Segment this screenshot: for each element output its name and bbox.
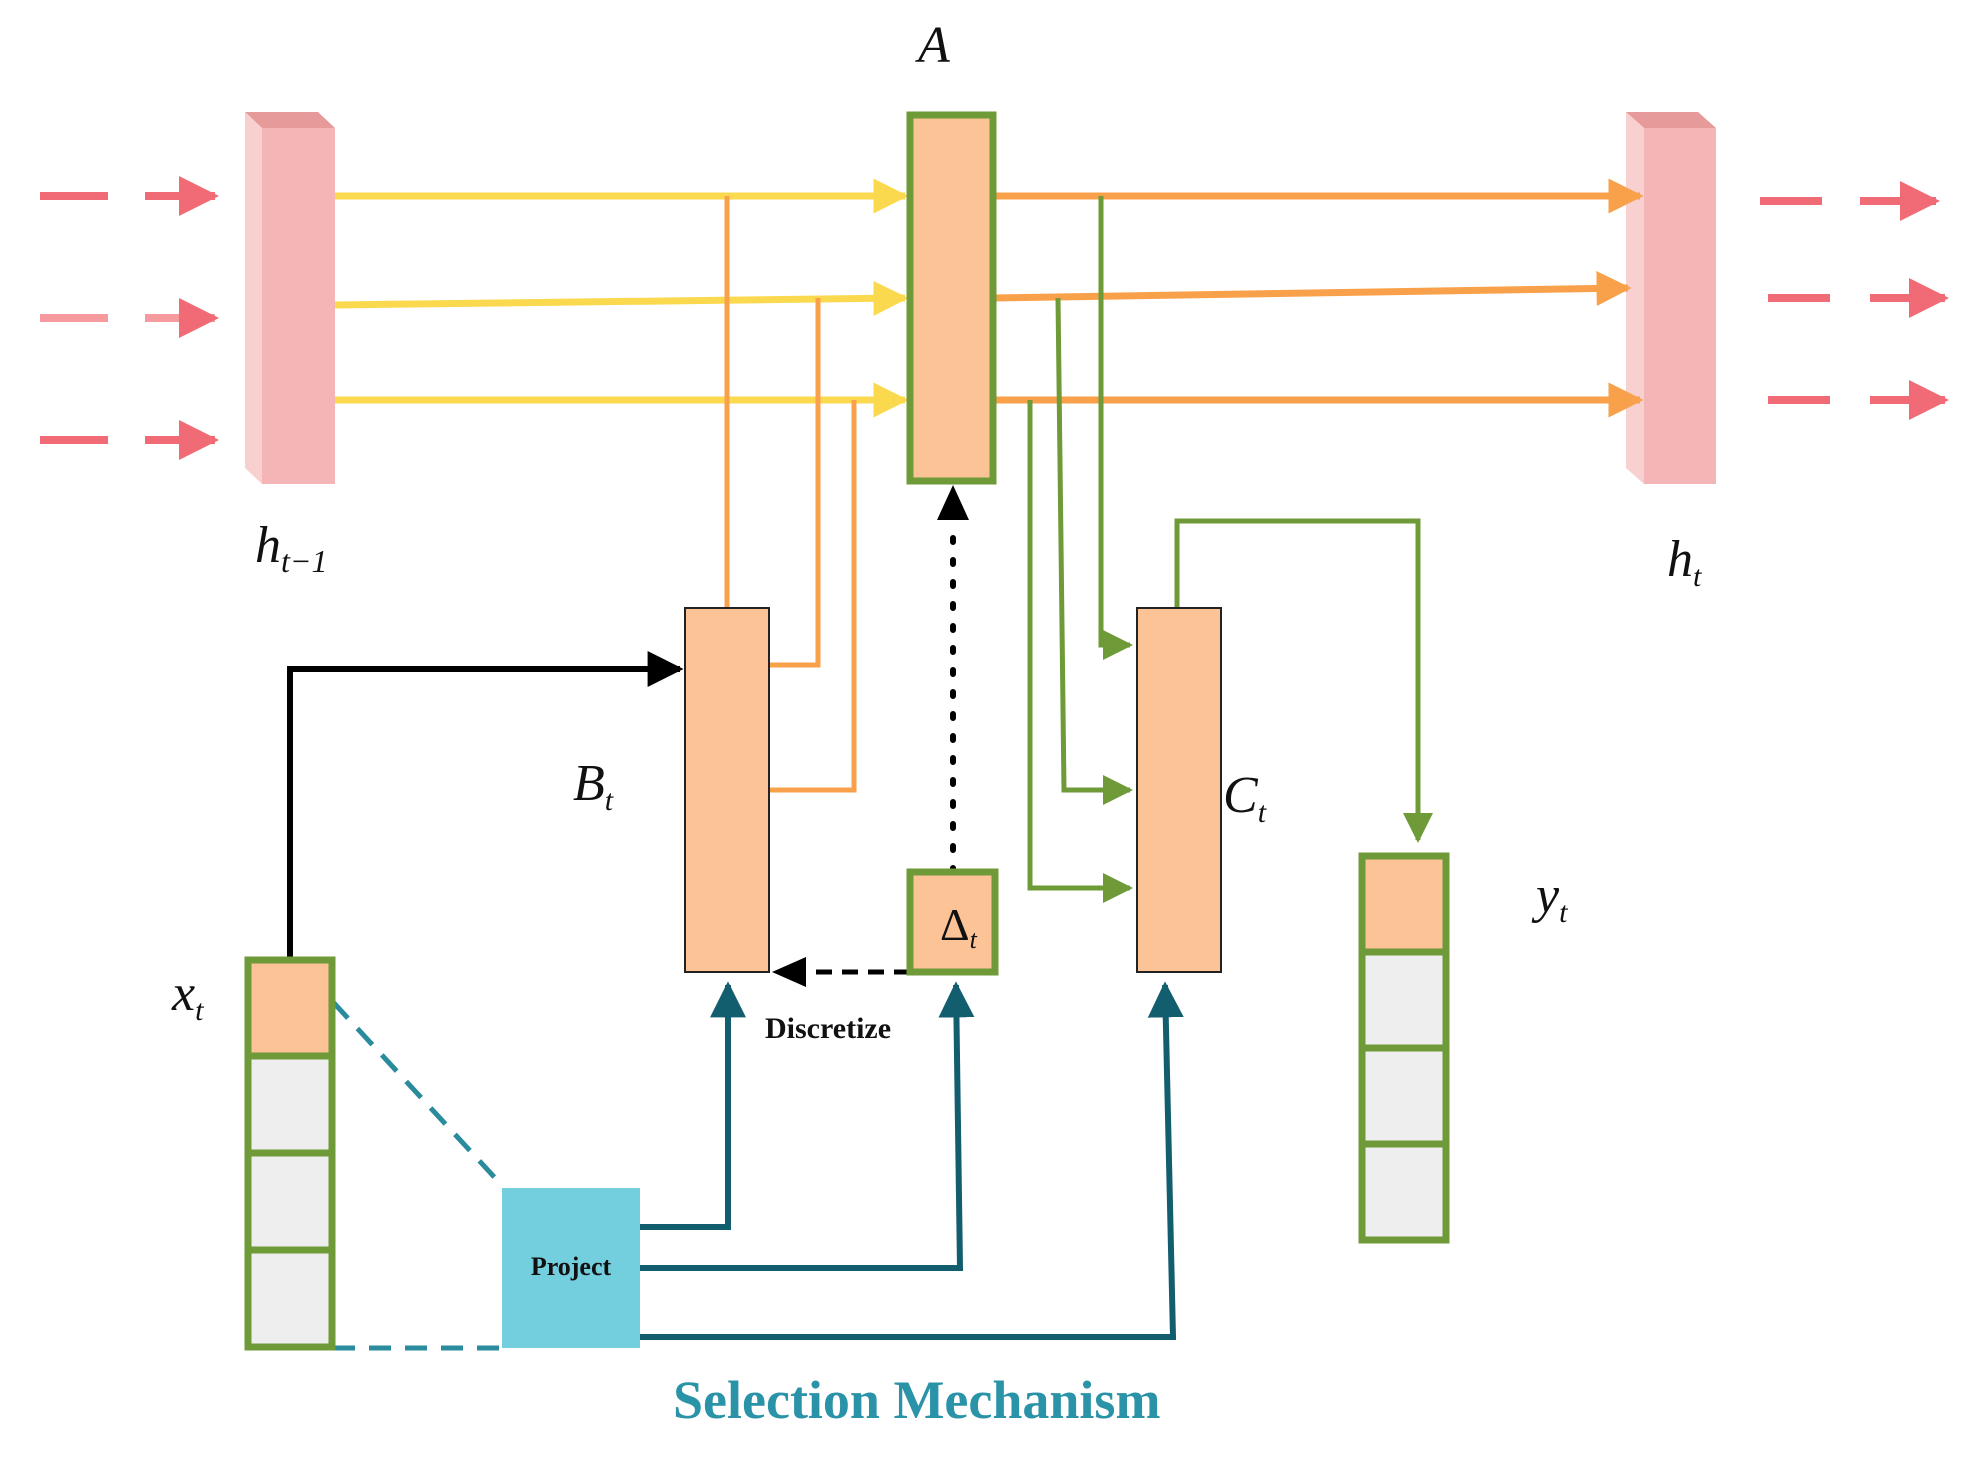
delta-label-sub: t	[970, 925, 978, 954]
x-label-base: x	[171, 965, 195, 1022]
h-t-label-sub: t	[1693, 560, 1702, 593]
a-matrix	[906, 111, 997, 485]
incoming-state-arrows	[40, 176, 219, 460]
x-vector-cell-1	[244, 956, 336, 1060]
x-label-sub: t	[195, 994, 204, 1027]
a-label: A	[915, 17, 950, 74]
h-t-label: ht	[1667, 531, 1702, 593]
h-prev-block	[245, 112, 335, 484]
c-label: Ct	[1223, 767, 1267, 829]
x-vector-cell-4	[244, 1246, 336, 1351]
delta-label: Δt	[940, 899, 978, 954]
b-label-base: B	[573, 755, 605, 812]
c-flow-3	[1027, 400, 1133, 903]
project-flows	[640, 981, 1184, 1340]
projection-dashed-lines	[331, 1000, 505, 1351]
h-t-block	[1626, 112, 1716, 484]
y-vector	[1358, 852, 1450, 1244]
to-c-flows	[1027, 196, 1133, 903]
c-flow-1	[1098, 196, 1133, 660]
project-to-delta-flow	[640, 981, 975, 1271]
yellow-flow-2	[334, 280, 909, 316]
c-label-base: C	[1223, 767, 1259, 824]
h-prev-label-sub: t−1	[281, 543, 327, 579]
selection-mechanism-title: Selection Mechanism	[673, 1370, 1160, 1430]
c-matrix	[1136, 607, 1222, 973]
project-to-b-flow	[640, 981, 746, 1230]
y-vector-cell-1	[1358, 852, 1450, 956]
delta-box	[906, 868, 999, 976]
delta-label-base: Δ	[940, 899, 970, 950]
y-vector-cell-3	[1358, 1044, 1450, 1148]
outgoing-state-arrows	[1760, 181, 1949, 420]
c-label-sub: t	[1258, 796, 1267, 829]
x-label: xt	[171, 965, 204, 1027]
y-label-base: y	[1531, 867, 1560, 924]
h-prev-to-a-flows	[334, 178, 909, 418]
x-vector	[244, 956, 336, 1351]
project-box	[502, 1188, 640, 1348]
y-vector-cell-2	[1358, 948, 1450, 1052]
h-t-label-base: h	[1667, 531, 1693, 588]
y-label: yt	[1531, 867, 1568, 929]
x-vector-cell-2	[244, 1052, 336, 1157]
b-label-sub: t	[605, 784, 614, 817]
b-flow-3	[769, 400, 857, 793]
y-vector-cell-4	[1358, 1140, 1450, 1244]
discretize-label: Discretize	[765, 1012, 891, 1045]
orange-flow-2	[992, 270, 1632, 306]
b-matrix	[684, 607, 770, 973]
b-to-flows	[724, 196, 857, 793]
b-flow-2	[769, 298, 821, 668]
b-label: Bt	[573, 755, 614, 817]
h-prev-label-base: h	[255, 517, 281, 574]
delta-to-a-arrowhead	[937, 485, 969, 520]
discretize-arrowhead	[772, 957, 806, 987]
projection-upper-dashed-line	[331, 1000, 499, 1182]
x-to-b-flow	[287, 651, 684, 960]
project-to-c-flow	[640, 981, 1184, 1340]
h-prev-label: ht−1	[255, 517, 327, 579]
a-to-h-flows	[992, 178, 1644, 418]
c-to-y-flow	[1174, 518, 1433, 843]
c-flow-2	[1055, 297, 1133, 805]
x-vector-cell-3	[244, 1149, 336, 1254]
project-label: Project	[531, 1252, 612, 1281]
y-label-sub: t	[1559, 896, 1568, 929]
